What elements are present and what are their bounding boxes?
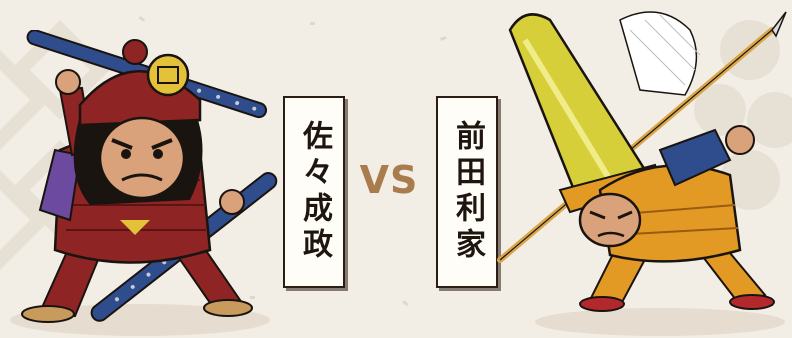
right-fighter-name: 前田利家 — [450, 120, 485, 264]
right-name-card: 前田利家 — [436, 96, 498, 288]
left-fighter-name: 佐々成政 — [297, 120, 332, 264]
left-samurai-illustration — [10, 30, 278, 336]
right-samurai-illustration — [497, 11, 787, 336]
versus-label: VS — [359, 158, 419, 202]
left-name-card: 佐々成政 — [283, 96, 345, 288]
